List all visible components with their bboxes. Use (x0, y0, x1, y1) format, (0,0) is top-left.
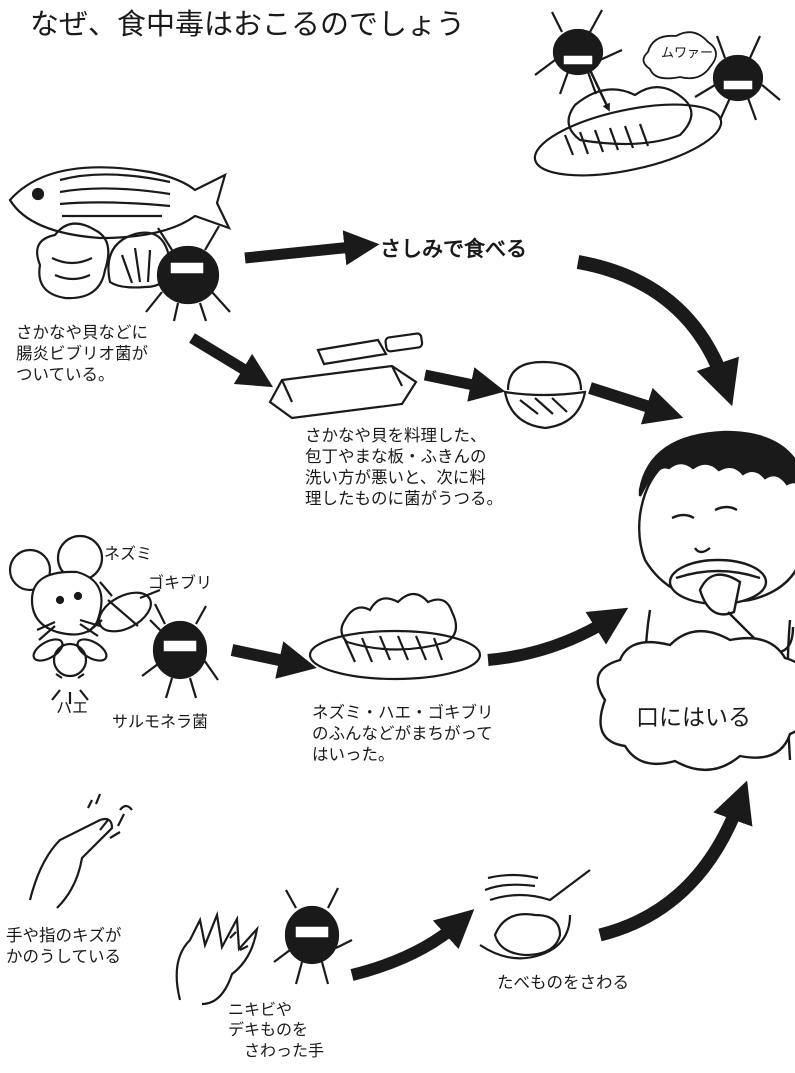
clam-icon (36, 222, 110, 300)
plate-of-food-illustration (308, 592, 482, 681)
arrow-pests-to-plate (230, 641, 317, 679)
rat-label: ネズミ (104, 544, 153, 563)
hands-touching-food-illustration (479, 869, 591, 960)
fly-illustration (32, 638, 108, 704)
germ-character-salmonella (141, 603, 219, 699)
injured-finger-illustration (28, 793, 133, 909)
knife-and-board-illustration (268, 332, 424, 420)
knife-icon (316, 338, 388, 366)
sashimi-label: さしみで食べる (380, 237, 527, 261)
kitchen-caption: さかなや貝を料理した、 包丁やまな板・ふきんの 洗い方が悪いと、次に料 理したも… (305, 426, 503, 509)
fly-label: ハエ (56, 698, 89, 717)
bowl-of-food-illustration (503, 360, 587, 430)
touch-food-caption: たべものをさわる (497, 973, 629, 992)
arrow-bowl-to-mouth (588, 382, 684, 425)
germ-character-hand (273, 887, 353, 985)
steam-bubble-label: ムワァー (661, 46, 714, 61)
cockroach-illustration (87, 581, 165, 635)
food-in-hand-icon (698, 573, 742, 616)
germ-character-left (534, 9, 623, 95)
arrow-seafood-to-sashimi (244, 230, 380, 266)
pest-caption: ネズミ・ハエ・ゴキブリ のふんなどがまちがって はいった。 (312, 703, 494, 765)
dirty-hand-caption: ニキビや デキものを さわった手 (228, 1000, 325, 1060)
steam-cloud (642, 31, 717, 80)
mouth-cloud-shape (596, 629, 795, 772)
arrow-plate-to-mouth (487, 607, 629, 666)
mouth-cloud-label: 口にはいる (636, 705, 751, 731)
page-title: なぜ、食中毒はおこるのでしょう (30, 7, 466, 41)
arrow-seafood-to-board (189, 333, 274, 388)
hair (638, 430, 795, 497)
germs-on-plate-illustration (533, 9, 781, 177)
germ-character-right (694, 35, 781, 121)
arrow-sashimi-to-mouth (576, 255, 739, 407)
arrow-hand-to-food (350, 909, 475, 981)
seafood-caption: さかなや貝などに 腸炎ビブリオ菌が ついている。 (16, 323, 148, 385)
boy-eating-illustration (637, 430, 795, 761)
cutting-board-icon (268, 364, 418, 420)
germ-character-seafood (145, 225, 231, 322)
salmonella-label: サルモネラ菌 (112, 712, 209, 731)
arrow-board-to-bowl (423, 367, 506, 402)
rat-illustration (8, 534, 104, 641)
injured-finger-caption: 手や指のキズが かのうしている (6, 926, 122, 967)
dirty-hand-illustration (175, 910, 259, 1006)
cockroach-label: ゴキブリ (148, 573, 213, 592)
arrow-food-to-mouth (598, 780, 753, 942)
fish-icon (8, 166, 232, 240)
